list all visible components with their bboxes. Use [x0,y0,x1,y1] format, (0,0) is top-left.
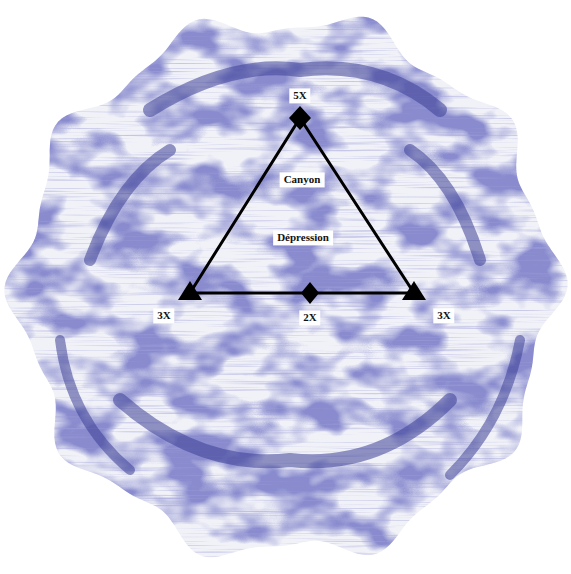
region-label: Dépression [273,230,333,245]
threefold-symbol [402,281,426,300]
symmetry-label: 5X [289,88,310,103]
symmetry-label: 3X [153,308,174,323]
triangle-outline [190,118,414,293]
fivefold-symbol [289,106,311,130]
density-ridges [60,68,520,475]
threefold-symbol [178,281,202,300]
region-label: Canyon [280,172,325,187]
symmetry-label: 3X [433,308,454,323]
asymmetric-unit-triangle [178,106,426,304]
twofold-symbol [301,282,319,304]
symmetry-label: 2X [299,310,320,325]
